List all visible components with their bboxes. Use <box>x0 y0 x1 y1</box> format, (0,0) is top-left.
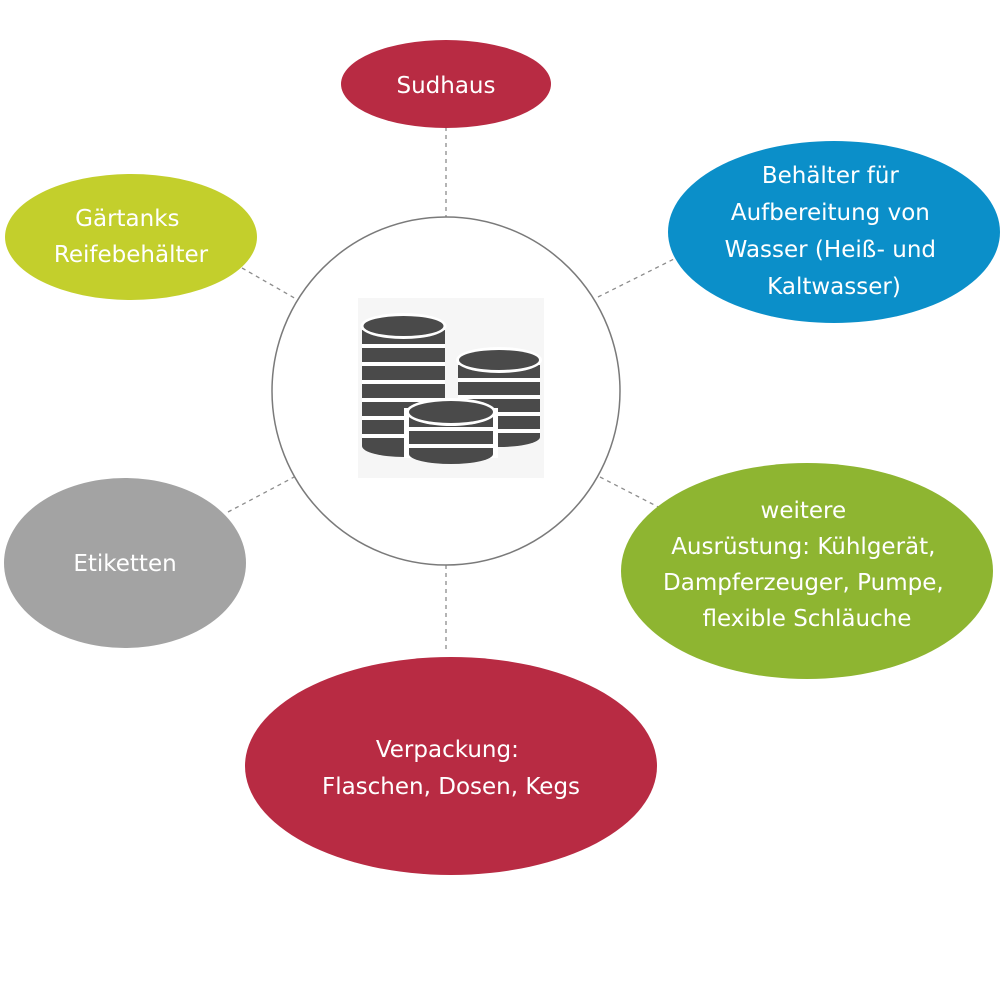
node-behaelter-line-1: Behälter für <box>762 163 900 189</box>
node-etiketten-label: Etiketten <box>73 551 176 577</box>
coin-stack-front-icon <box>404 398 498 464</box>
node-sudhaus: Sudhaus <box>341 40 551 128</box>
node-behaelter-shape <box>668 141 1000 323</box>
node-behaelter-label: Behälter für Aufbereitung von Wasser (He… <box>725 163 944 300</box>
node-gaertanks-line-1: Gärtanks <box>75 206 179 232</box>
node-sudhaus-label: Sudhaus <box>396 73 495 99</box>
node-sudhaus-line-1: Sudhaus <box>396 73 495 99</box>
node-gaertanks-shape <box>5 174 257 300</box>
node-verpackung-line-1: Verpackung: <box>376 737 519 763</box>
connector-gaertanks <box>241 267 299 301</box>
node-verpackung-line-2: Flaschen, Dosen, Kegs <box>322 774 580 800</box>
node-weitere-line-4: flexible Schläuche <box>703 606 912 632</box>
node-behaelter-line-2: Aufbereitung von <box>731 200 930 226</box>
node-sudhaus-shape <box>341 40 551 128</box>
node-behaelter-line-3: Wasser (Heiß- und <box>725 237 936 263</box>
node-behaelter-line-4: Kaltwasser) <box>767 274 901 300</box>
node-behaelter: Behälter für Aufbereitung von Wasser (He… <box>668 141 1000 323</box>
coin-stacks-icon <box>358 298 544 478</box>
node-weitere-line-1: weitere <box>761 498 847 524</box>
connector-etiketten <box>227 474 299 513</box>
node-etiketten: Etiketten <box>4 478 246 648</box>
node-weitere-label: weitere Ausrüstung: Kühlgerät, Dampferze… <box>663 498 951 632</box>
node-gaertanks-line-2: Reifebehälter <box>54 242 209 268</box>
node-verpackung-label: Verpackung: Flaschen, Dosen, Kegs <box>322 737 580 800</box>
node-etiketten-shape <box>4 478 246 648</box>
connector-behaelter <box>597 256 679 298</box>
node-gaertanks: Gärtanks Reifebehälter <box>5 174 257 300</box>
node-gaertanks-label: Gärtanks Reifebehälter <box>54 206 209 268</box>
node-weitere-line-3: Dampferzeuger, Pumpe, <box>663 570 944 596</box>
node-weitere: weitere Ausrüstung: Kühlgerät, Dampferze… <box>621 463 993 679</box>
node-etiketten-line-1: Etiketten <box>73 551 176 577</box>
node-weitere-line-2: Ausrüstung: Kühlgerät, <box>671 534 935 560</box>
node-verpackung-shape <box>245 657 657 875</box>
node-verpackung: Verpackung: Flaschen, Dosen, Kegs <box>245 657 657 875</box>
node-weitere-shape <box>621 463 993 679</box>
